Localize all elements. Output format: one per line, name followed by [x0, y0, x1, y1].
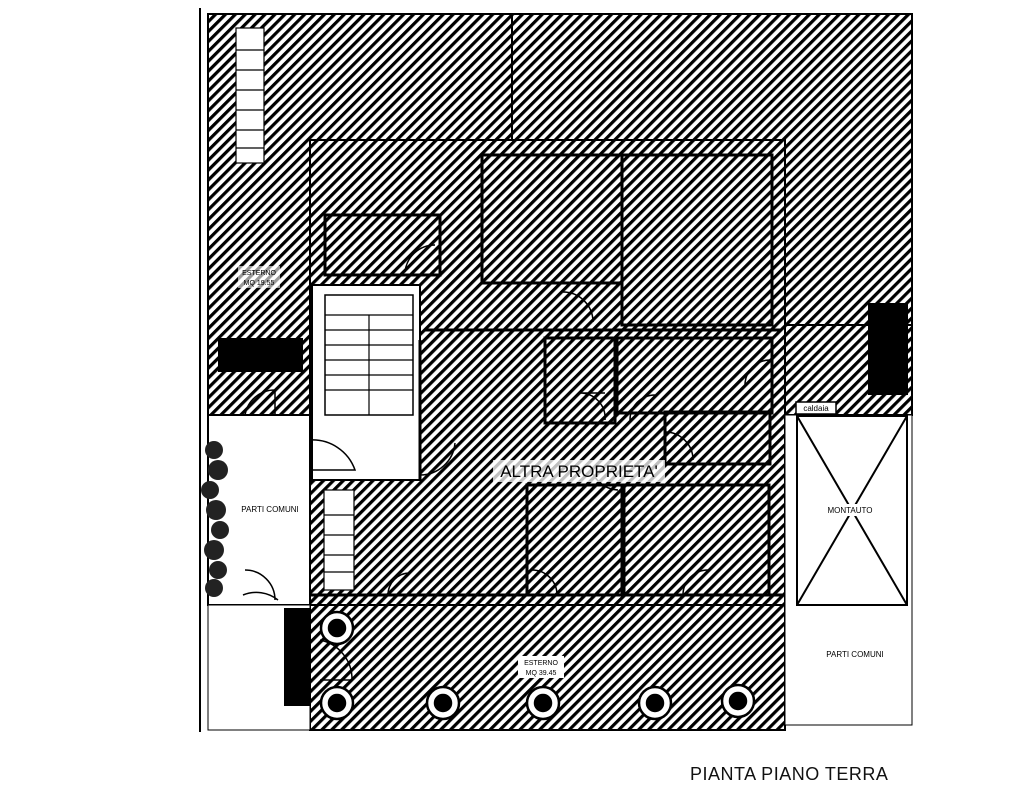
esterno-bottom-area: MQ 39.45	[526, 670, 557, 677]
caldaia-label: caldaia	[803, 404, 829, 413]
stair-treads	[235, 27, 413, 591]
montauto-label: MONTAUTO	[827, 506, 872, 515]
parti-comuni-right-area	[784, 414, 913, 726]
parti-comuni-right-label: PARTI COMUNI	[826, 650, 883, 659]
stair-lower	[323, 489, 355, 591]
parti-comuni-left-label: PARTI COMUNI	[241, 505, 298, 514]
esterno-bottom-label: ESTERNO	[524, 660, 558, 667]
hedge-plants	[201, 441, 229, 597]
esterno-top-area: MQ 19.55	[244, 280, 275, 287]
solid-blocks	[218, 303, 908, 706]
plan-title: PIANTA PIANO TERRA	[690, 764, 889, 784]
esterno-top-label: ESTERNO	[242, 270, 276, 277]
altra-proprieta-label: ALTRA PROPRIETA'	[500, 462, 658, 481]
trees	[319, 610, 756, 721]
stair-top-left	[235, 27, 265, 164]
caldaia-box	[795, 401, 837, 415]
interior-walls	[310, 153, 785, 597]
